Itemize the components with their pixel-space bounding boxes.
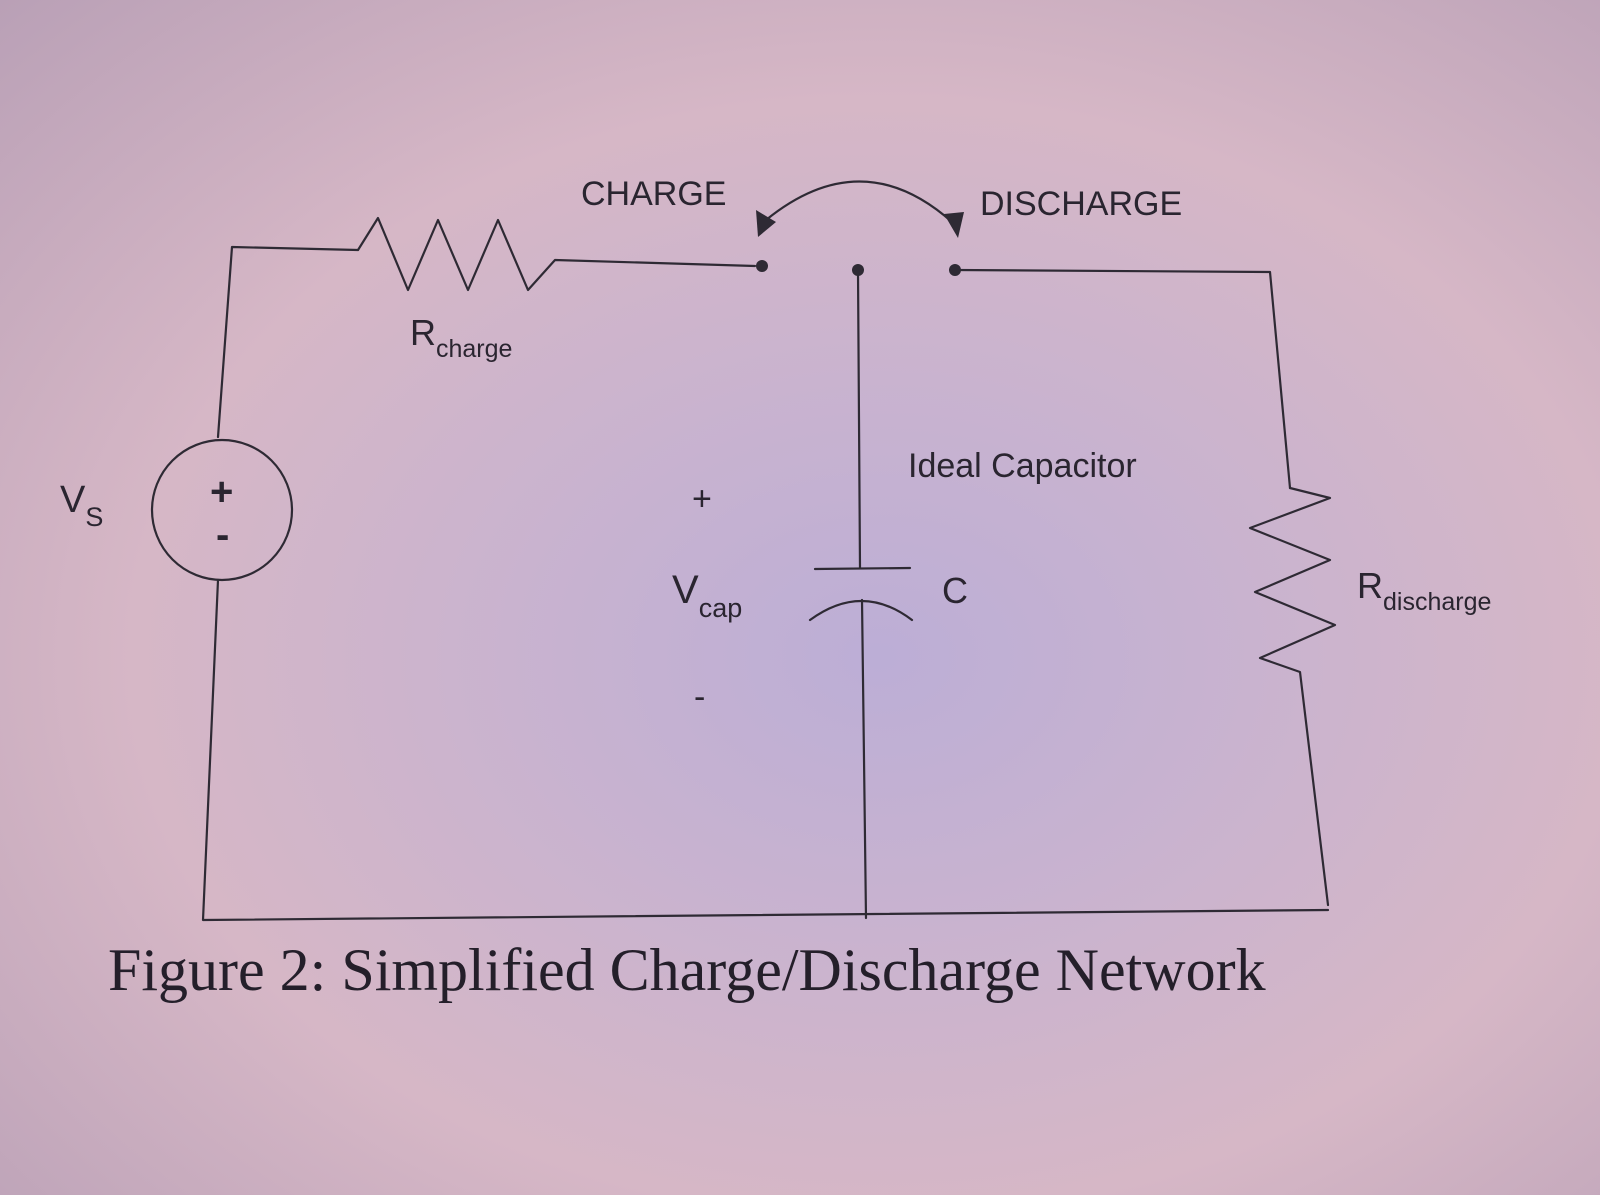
resistor-discharge xyxy=(1248,486,1337,907)
capacitor-plate-straight xyxy=(813,566,912,571)
wire-cap-top xyxy=(856,270,862,570)
vcap-plus-sign: + xyxy=(692,480,712,518)
switch-arc-icon xyxy=(764,180,954,224)
switch-terminal-charge xyxy=(756,260,768,272)
arrow-head-right-icon xyxy=(944,212,964,238)
switch-terminal-common xyxy=(852,264,864,276)
wire-left-top xyxy=(216,245,360,439)
discharge-label: DISCHARGE xyxy=(980,185,1182,223)
arrow-head-left-icon xyxy=(756,210,776,237)
switch-terminal-discharge xyxy=(949,264,961,276)
resistor-charge xyxy=(356,216,757,292)
capacitor-plate-curved xyxy=(808,600,914,622)
vcap-label: Vcap xyxy=(672,568,742,623)
capacitor-c-label: C xyxy=(942,570,968,611)
figure-caption: Figure 2: Simplified Charge/Discharge Ne… xyxy=(108,937,1266,1003)
source-plus-sign: + xyxy=(210,470,233,514)
vs-label: VS xyxy=(60,479,103,532)
r-discharge-label: Rdischarge xyxy=(1357,565,1491,616)
voltage-source-icon xyxy=(150,438,294,582)
source-minus-sign: - xyxy=(216,513,229,557)
ideal-capacitor-label: Ideal Capacitor xyxy=(908,447,1137,485)
vcap-minus-sign: - xyxy=(694,678,705,716)
wire-discharge xyxy=(953,268,1292,490)
r-charge-label: Rcharge xyxy=(410,312,512,363)
charge-label: CHARGE xyxy=(581,175,726,213)
wire-cap-bottom xyxy=(860,598,868,920)
wire-bottom xyxy=(201,578,1330,922)
